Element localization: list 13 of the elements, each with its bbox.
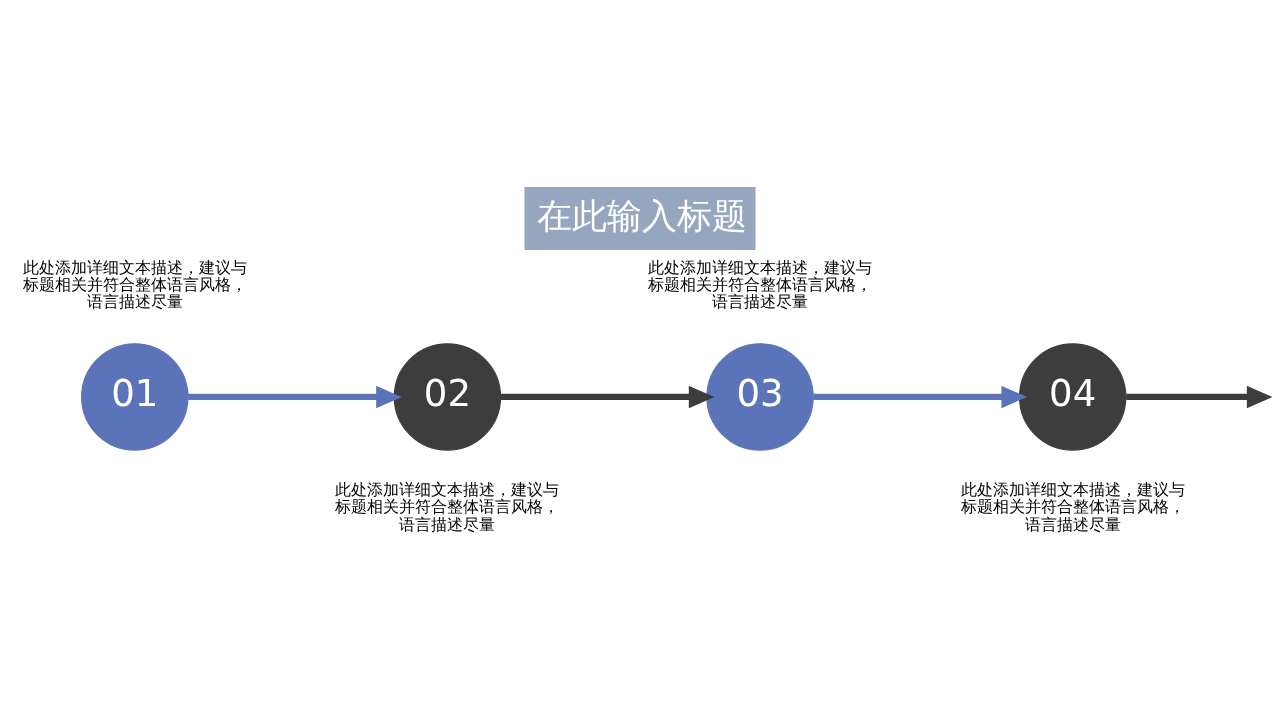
node-circle: 04 bbox=[1018, 342, 1127, 451]
node-label: 此处添加详细文本描述，建议与标题相关并符合整体语言风格，语言描述尽量 bbox=[22, 257, 247, 311]
node-circle: 03 bbox=[706, 342, 814, 451]
arrow bbox=[500, 385, 715, 408]
arrow bbox=[187, 385, 402, 408]
node-circle: 02 bbox=[393, 342, 502, 451]
node-label: 此处添加详细文本描述，建议与标题相关并符合整体语言风格，语言描述尽量 bbox=[335, 479, 560, 534]
arrow bbox=[1126, 385, 1272, 408]
node-label: 此处添加详细文本描述，建议与标题相关并符合整体语言风格，语言描述尽量 bbox=[648, 257, 873, 311]
node-label: 此处添加详细文本描述，建议与标题相关并符合整体语言风格，语言描述尽量 bbox=[960, 479, 1185, 534]
arrow bbox=[813, 385, 1028, 408]
node-circle: 01 bbox=[81, 342, 189, 451]
diagram-title: 在此输入标题 bbox=[537, 195, 748, 236]
